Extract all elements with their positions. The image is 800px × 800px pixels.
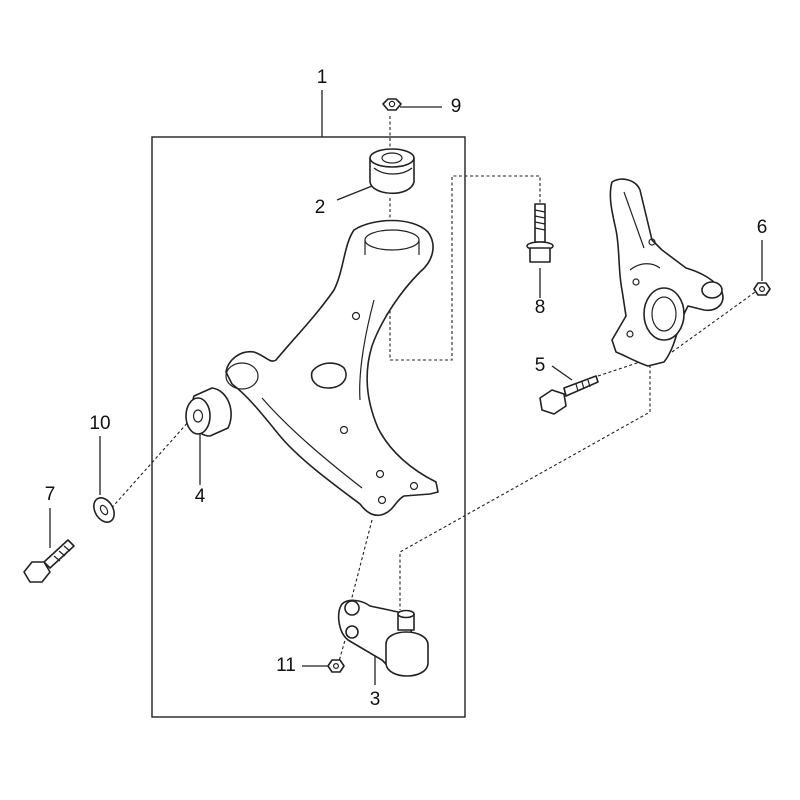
washer-10-icon <box>93 497 115 523</box>
rear-bushing-ring <box>373 167 413 175</box>
assembly-dashed-lines <box>107 116 759 666</box>
knuckle-hub-outer <box>643 287 685 341</box>
dash-knuckle-balljoint <box>399 365 651 610</box>
dash-arm-balljoint <box>349 519 373 606</box>
nut-6-icon <box>753 282 771 296</box>
callout-11: 11 <box>276 655 296 676</box>
ball-joint-icon <box>337 599 429 677</box>
callout-6: 6 <box>757 217 768 238</box>
knuckle-strut-edge <box>623 191 661 271</box>
assembly-frame <box>151 136 466 718</box>
arm-hole-e <box>409 481 419 491</box>
ball-joint-stud-b <box>345 625 359 639</box>
bolt-8-thread <box>534 209 546 231</box>
rear-bushing-top <box>369 148 415 168</box>
arm-hole-b <box>339 425 349 435</box>
front-bushing-sleeve <box>192 409 204 423</box>
nut-11-icon <box>327 659 345 673</box>
leader-2 <box>336 185 373 201</box>
nut-6-hex <box>753 282 771 296</box>
bolt-5-icon <box>539 375 599 415</box>
rear-bushing-body <box>369 157 415 194</box>
nut-9-hex <box>382 98 402 111</box>
bolt-5-head <box>539 389 567 415</box>
bolt-8-icon <box>526 203 554 263</box>
washer-10-hole <box>99 504 109 516</box>
lower-control-arm <box>225 219 439 517</box>
leader-5 <box>551 365 573 381</box>
callout-labels: 1 2 3 4 5 6 7 8 9 10 11 <box>45 67 768 710</box>
callout-8: 8 <box>535 297 546 318</box>
arm-inner-edge <box>359 299 375 401</box>
front-bushing-face <box>185 397 211 435</box>
rear-bushing-icon <box>369 148 415 194</box>
callout-3: 3 <box>370 689 381 710</box>
arm-hole-a <box>351 311 361 321</box>
ball-joint-stud-a <box>344 600 360 616</box>
steering-knuckle-icon <box>609 178 724 367</box>
nut-11-hole <box>333 662 340 669</box>
dash-bolt8-route <box>389 175 541 361</box>
nut-9-hole <box>388 100 396 108</box>
arm-flange-edge <box>261 397 363 489</box>
callout-4: 4 <box>195 486 206 507</box>
bolt-7-shank <box>43 539 75 569</box>
bolt-7-icon <box>23 539 75 583</box>
callout-7: 7 <box>45 484 56 505</box>
washer-10-body <box>93 497 115 523</box>
arm-lightening-hole <box>310 362 347 389</box>
callout-2: 2 <box>315 197 326 218</box>
arm-front-eye <box>225 362 259 390</box>
nut-11-hex <box>327 659 345 673</box>
front-bushing-icon <box>185 387 232 437</box>
nut-6-hole <box>758 286 765 293</box>
ball-joint-pin-top <box>397 609 415 619</box>
bolt-8-head <box>529 247 551 263</box>
knuckle-hub-bore <box>651 296 677 332</box>
leader-lines <box>49 90 763 685</box>
knuckle-hole-a <box>632 278 640 286</box>
knuckle-hole-b <box>626 330 634 338</box>
nut-9-icon <box>382 98 402 111</box>
arm-hole-d <box>377 495 387 505</box>
bolt-7-head <box>23 561 51 583</box>
bolt-7-thread <box>53 545 71 562</box>
callout-1: 1 <box>317 67 328 88</box>
dash-bolt5-knuckle <box>597 361 641 377</box>
knuckle-hole-c <box>648 238 656 246</box>
ball-joint-boot <box>385 631 429 677</box>
bolt-5-thread <box>575 379 591 392</box>
dash-nut11-balljoint <box>337 639 346 666</box>
knuckle-tie-rod-arm <box>701 281 723 299</box>
callout-9: 9 <box>451 96 462 117</box>
knuckle-body <box>609 178 724 367</box>
bolt-5-shank <box>563 375 599 397</box>
arm-bore-walls <box>364 240 420 255</box>
callout-5: 5 <box>535 355 546 376</box>
arm-hole-c <box>375 469 385 479</box>
callout-10: 10 <box>89 413 110 434</box>
dash-bolt7-bushing4 <box>107 419 191 513</box>
dash-nut6-knuckle <box>671 289 759 353</box>
rear-bushing-sleeve <box>381 152 403 164</box>
